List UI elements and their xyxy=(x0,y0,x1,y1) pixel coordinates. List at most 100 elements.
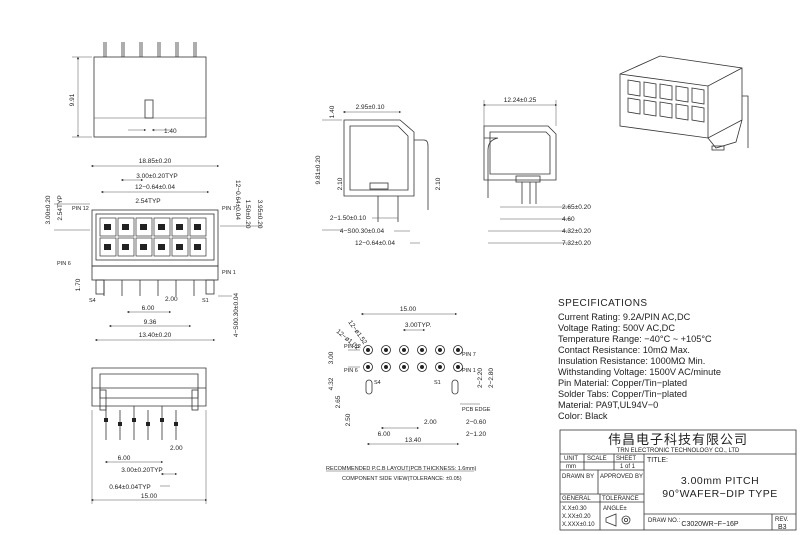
label-pcb-s1: S1 xyxy=(434,380,441,386)
dim-profile-height: 9.81±0.20 xyxy=(315,155,322,184)
dim-front-left1: 3.00±0.20 xyxy=(45,195,52,224)
label-front-pin7: PIN 7 xyxy=(222,206,236,212)
dim-pcb-d600: 6.00 xyxy=(378,431,391,438)
tb-drawn: DRAWN BY xyxy=(562,474,594,480)
company-name-cn: 伟昌电子科技有限公司 xyxy=(608,432,748,447)
spec-line: Temperature Range: −40°C ~ +105°C xyxy=(558,334,712,344)
tb-unit-header: UNIT xyxy=(564,456,578,462)
spec-line: Material: PA9T,UL94V−0 xyxy=(558,400,658,410)
tb-rev-label: REV. xyxy=(775,517,789,523)
specifications: SPECIFICATIONS Current Rating: 9.2A/PIN … xyxy=(558,298,721,421)
tb-sheet-header: SHEET xyxy=(616,456,636,462)
label-pcb-pin6: PIN 6 xyxy=(344,368,358,374)
bottom-view: 2.00 6.00 3.00±0.20TYP 0.64±0.04TYP 15.0… xyxy=(90,367,208,504)
label-pcb-s4: S4 xyxy=(374,380,381,386)
spec-title: SPECIFICATIONS xyxy=(558,298,648,309)
front-view: 18.85±0.20 3.00±0.20TYP 12−0.64±0.04 2.5… xyxy=(45,158,263,342)
company-name-en: TRN ELECTRONIC TECHNOLOGY CO., LTD xyxy=(617,448,740,454)
right-view: 12.24±0.25 2.65±0.20 4.60 4.32±0.20 7.32… xyxy=(482,97,591,247)
dim-front-row: 2.54TYP xyxy=(135,198,160,205)
dim-profile-12: 12−0.64±0.04 xyxy=(355,240,395,247)
spec-line: Color: Black xyxy=(558,411,608,421)
dim-pcb-r280: 2−2.80 xyxy=(488,368,495,388)
dim-pcb-v432: 4.32 xyxy=(328,377,335,390)
dim-bottom-width: 15.00 xyxy=(141,493,158,500)
tb-tol3: X.XXX±0.10 xyxy=(562,522,595,528)
dim-right-d1: 2.65±0.20 xyxy=(562,204,591,211)
dim-pcb-v250: 2.50 xyxy=(345,413,352,426)
pcb-holes xyxy=(363,345,463,372)
dim-front-170: 1.70 xyxy=(75,278,82,291)
tb-draw-no-label: DRAW NO.: xyxy=(648,518,680,524)
spec-line: Current Rating: 9.2A/PIN AC,DC xyxy=(558,312,691,322)
label-front-pin1: PIN 1 xyxy=(222,270,236,276)
caption-pcb-2: COMPONENT SIDE VIEW(TOLERANCE: ±0.05) xyxy=(342,476,462,482)
dim-right-width: 12.24±0.25 xyxy=(504,97,537,104)
dim-bottom-200: 2.00 xyxy=(170,445,183,452)
tb-unit: mm xyxy=(566,464,576,470)
caption-pcb-1: RECOMMENDED P.C.B LAYOUT(PCB THICKNESS: … xyxy=(326,466,477,472)
label-pcb-edge: PCB EDGE xyxy=(462,407,491,413)
dim-bottom-pitch: 3.00±0.20TYP xyxy=(121,467,163,474)
dim-front-span: 12−0.64±0.04 xyxy=(135,184,175,191)
dim-front-pitch: 3.00±0.20TYP xyxy=(136,173,178,180)
dim-side-height: 9.91 xyxy=(69,93,76,106)
dim-bottom-pins: 0.64±0.04TYP xyxy=(109,484,151,491)
label-pcb-pin12: PIN 12 xyxy=(344,344,361,350)
dim-pcb-pitch: 3.00TYP. xyxy=(405,322,431,329)
isometric-view xyxy=(619,55,749,151)
product-title-1: 3.00mm PITCH xyxy=(681,475,759,487)
dim-right-d3: 4.32±0.20 xyxy=(562,228,591,235)
tb-draw-no: C3020WR−F−16P xyxy=(681,521,739,528)
dim-pcb-r060: 2−0.60 xyxy=(466,419,486,426)
dim-front-vert: 4−S00.30±0.04 xyxy=(233,293,240,338)
dim-front-right1: 12−0.64±0.04 xyxy=(234,180,241,220)
label-front-pin12: PIN 12 xyxy=(72,206,89,212)
dim-front-right2: 1.50±0.20 xyxy=(244,200,251,229)
dim-right-d4: 7.32±0.20 xyxy=(562,240,591,247)
tb-tol1: X.X±0.30 xyxy=(562,506,587,512)
spec-line: Pin Material: Copper/Tin−plated xyxy=(558,378,687,388)
dim-front-600: 6.00 xyxy=(142,305,155,312)
spec-line: Withstanding Voltage: 1500V AC/minute xyxy=(558,367,721,377)
tb-approved: APPROVED BY xyxy=(600,474,643,480)
dim-profile-top: 2.95±0.10 xyxy=(356,104,385,111)
dim-right-d2: 4.60 xyxy=(562,216,575,223)
dim-front-right3: 3.95±0.20 xyxy=(256,200,263,229)
dim-profile-150: 2−1.50±0.10 xyxy=(330,215,367,222)
spec-line: Voltage Rating: 500V AC,DC xyxy=(558,323,675,333)
tb-tol2: X.XX±0.20 xyxy=(562,514,591,520)
tb-scale-header: SCALE xyxy=(587,456,607,462)
dim-side-pin: 1.40 xyxy=(164,128,177,135)
label-pcb-pin7: PIN 7 xyxy=(462,352,476,358)
dim-profile-140: 1.40 xyxy=(329,105,336,118)
dim-bottom-600: 6.00 xyxy=(118,455,131,462)
spec-line: Solder Tabs: Copper/Tin−plated xyxy=(558,389,687,399)
tb-angle: ANGLE± xyxy=(603,506,627,512)
spec-line: Contact Resistance: 10mΩ Max. xyxy=(558,345,690,355)
dim-front-left2: 2.54TYP xyxy=(57,195,64,220)
tb-general: GENERAL xyxy=(562,496,591,502)
front-cells xyxy=(99,217,207,257)
pcb-layout: 15.00 3.00TYP. 12−ø1.52 12−ø1.02 PIN 12 … xyxy=(326,306,495,482)
title-block: 伟昌电子科技有限公司 TRN ELECTRONIC TECHNOLOGY CO.… xyxy=(559,429,797,531)
dim-front-overall: 18.85±0.20 xyxy=(139,158,172,165)
tb-sheet: 1 of 1 xyxy=(620,464,636,470)
dim-front-1340: 13.40±0.20 xyxy=(139,332,172,339)
profile-view: 2.95±0.10 1.40 9.81±0.20 2.10 2.10 2−1.5… xyxy=(315,104,442,247)
dim-pcb-v265: 2.65 xyxy=(335,395,342,408)
dim-profile-210: 2.10 xyxy=(337,177,344,190)
dim-pcb-v300: 3.00 xyxy=(328,351,335,364)
dim-pcb-r120: 2−1.20 xyxy=(466,431,486,438)
dim-pcb-d200: 2.00 xyxy=(424,419,437,426)
tb-tolerance: TOLERANCE xyxy=(602,496,639,502)
label-pcb-pin1: PIN 1 xyxy=(462,368,476,374)
dim-front-936: 9.36 xyxy=(144,319,157,326)
spec-line: Insulation Resistance: 1000MΩ Min. xyxy=(558,356,705,366)
dim-pcb-d1340: 13.40 xyxy=(405,437,422,444)
dim-profile-s00: 4−S00.30±0.04 xyxy=(340,228,385,235)
label-front-pin6: PIN 6 xyxy=(57,261,71,267)
label-front-s4: S4 xyxy=(89,298,96,304)
dim-pcb-r220: 2−2.20 xyxy=(477,368,484,388)
